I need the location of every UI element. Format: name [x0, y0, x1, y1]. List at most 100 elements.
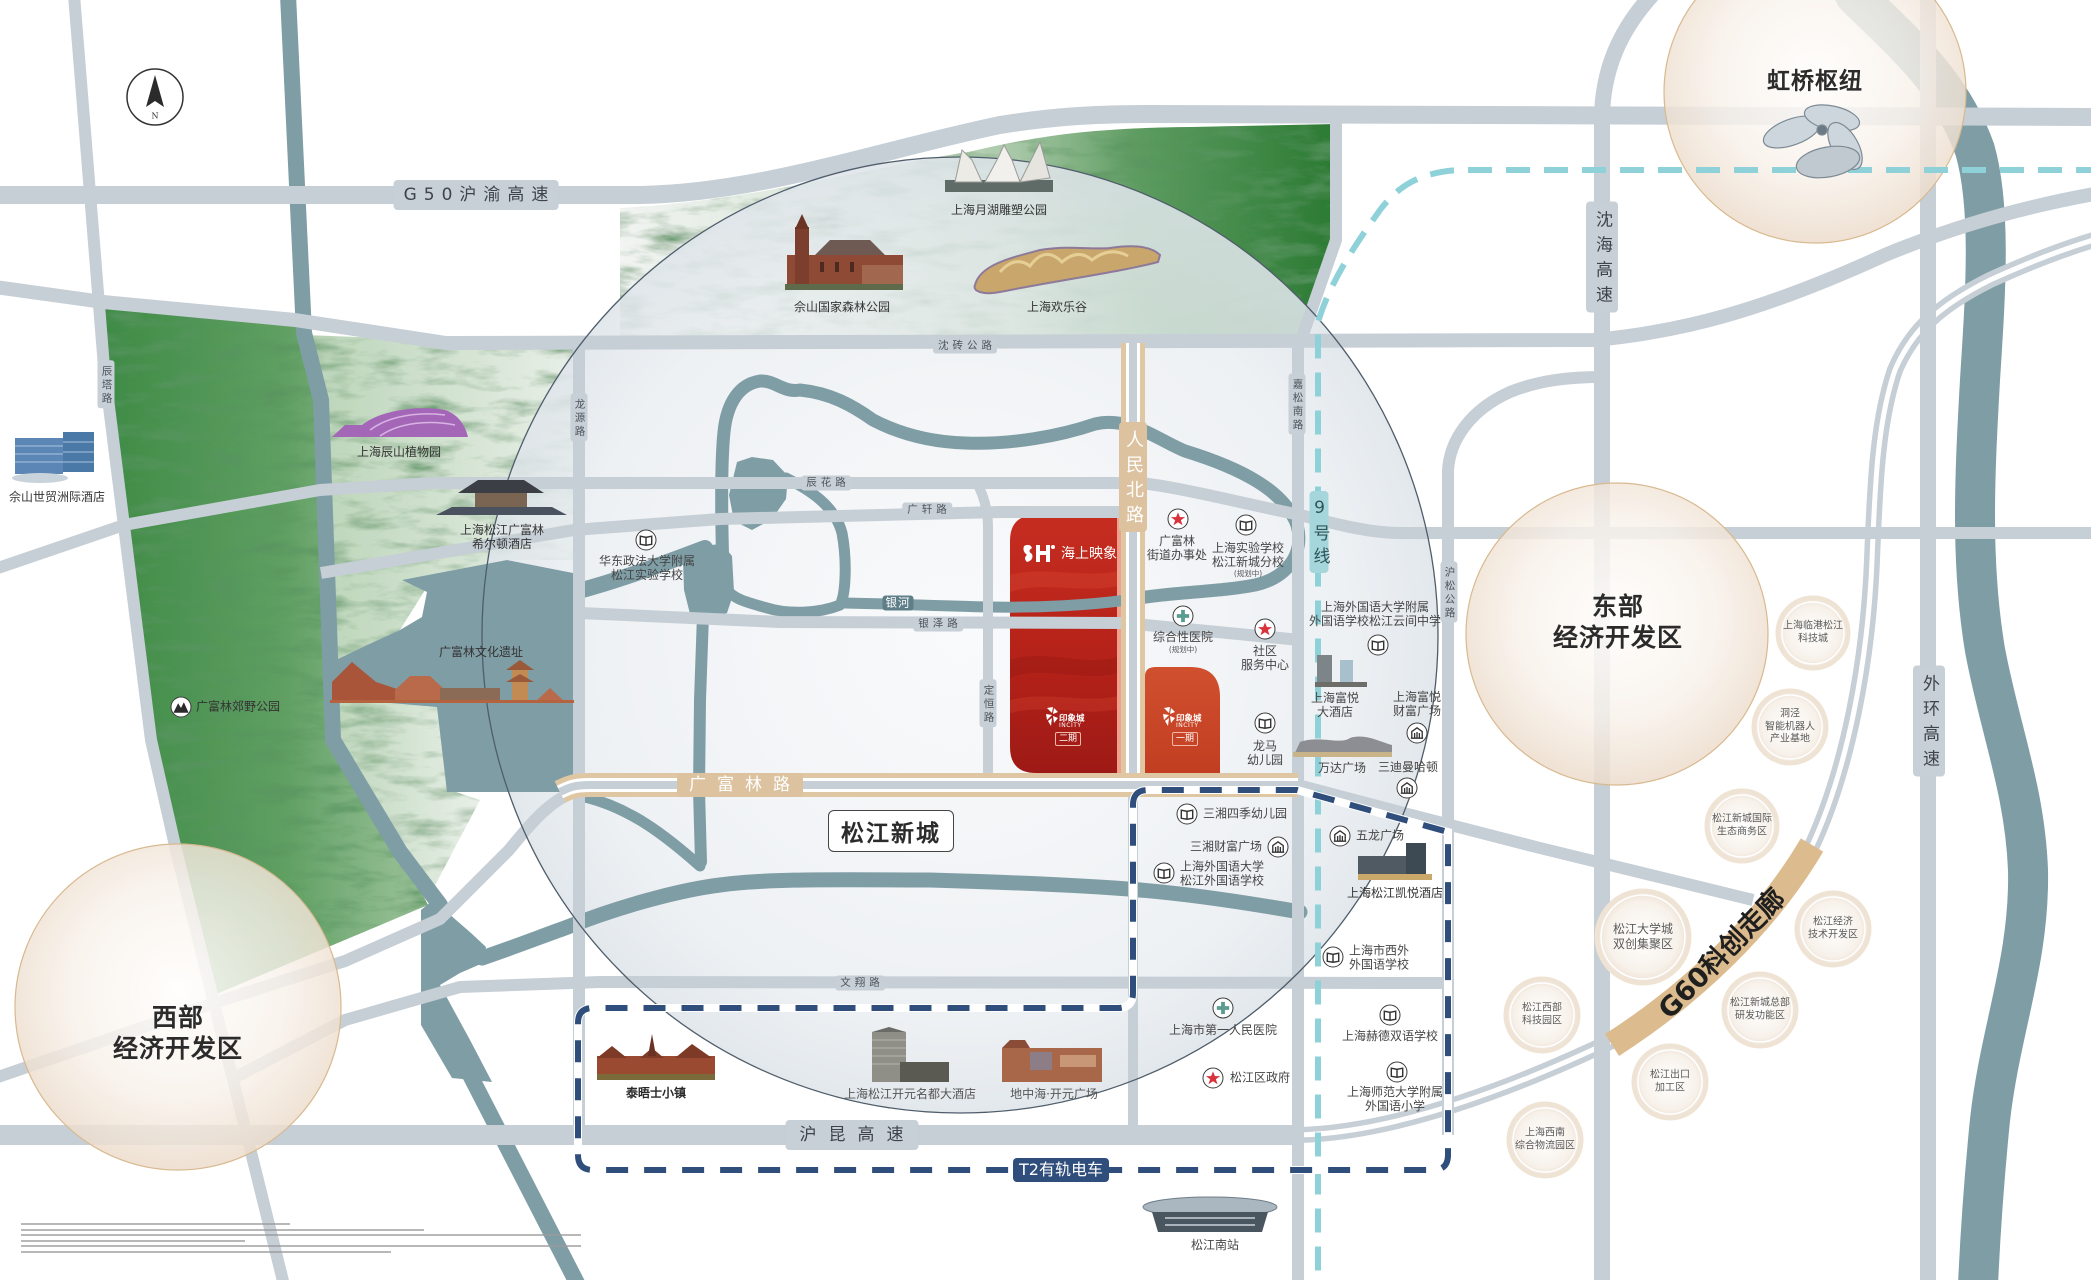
zone-west-tech-park: 松江西部 科技园区: [1522, 1003, 1562, 1028]
label-line: 外国语学校松江云间中学: [1308, 613, 1442, 628]
bubble: [1721, 971, 1799, 1049]
road-label-waihuan: 外环高速: [1913, 665, 1945, 777]
label-line: 大酒店: [1316, 705, 1354, 719]
label-line: 加工区: [1655, 1082, 1685, 1093]
label-line: 经济开发区: [112, 1034, 244, 1063]
label-line: 街道办事处: [1146, 547, 1208, 562]
mediterranean-plaza-image: [1002, 1040, 1102, 1082]
road-jiasong-north: [1294, 113, 1342, 345]
hospital-cross-icon: [1172, 605, 1194, 627]
phase-2-badge: 二期: [1055, 732, 1082, 746]
river-inner-loop: [721, 472, 851, 618]
label-line: 外国语学校: [1349, 957, 1410, 971]
landmark-thames-town: 泰晤士小镇: [625, 1086, 687, 1100]
zone-circles: [14, 0, 1967, 1171]
phase-1-badge: 一期: [1172, 732, 1199, 746]
landmark-mediterranean-plaza: 地中海·开元广场: [1010, 1087, 1098, 1101]
label-line: 上海松江广富林: [459, 523, 545, 537]
north-arrow-icon: [146, 75, 164, 107]
green-area-west-band: [105, 307, 428, 995]
landmark-kaiyuan-hotel: 上海松江开元名都大酒店: [843, 1087, 977, 1101]
label-line: 松江实验学校: [610, 567, 684, 582]
poi-fuyue-wealth-plaza: 上海富悦 财富广场: [1392, 690, 1442, 718]
label-line: 智能机器人: [1765, 720, 1815, 732]
mall-building-icon: [1329, 825, 1351, 847]
river-southwest: [462, 1067, 585, 1280]
mall-building-icon: [1406, 722, 1428, 744]
road-g50: [0, 105, 2091, 204]
school-book-icon: [1254, 712, 1276, 734]
thames-town-image: [597, 1034, 715, 1080]
label-line: 外国语小学: [1364, 1098, 1426, 1113]
label-line: 希尔顿酒店: [471, 537, 533, 551]
bubble: [1704, 788, 1780, 864]
label-line: 上海富悦: [1392, 690, 1442, 704]
label-line: 上海外国语大学: [1180, 859, 1265, 874]
incity-brand-en: INCITY: [1176, 722, 1199, 729]
east-zone-circle: [1465, 482, 1769, 786]
disclaimer-line: [21, 1234, 581, 1236]
bubble: [1506, 1101, 1584, 1179]
landmark-sheshan-forest-park: 佘山国家森林公园: [793, 300, 891, 314]
poi-ecupl-school: 华东政法大学附属 松江实验学校: [599, 554, 695, 582]
poi-community-center: 社区 服务中心: [1241, 644, 1289, 672]
songjiang-south-station-image: [1142, 1196, 1278, 1232]
road-label-shenzhuan: 沈砖公路: [933, 338, 997, 354]
road-label-g50: G50沪渝高速: [393, 180, 559, 210]
road-label-wenxiang: 文翔路: [835, 975, 885, 991]
road-label-renminbei: 人民北路: [1119, 422, 1147, 532]
fuyue-hotel-image: [1315, 655, 1367, 687]
government-star-icon: [1202, 1067, 1224, 1089]
disclaimer-line: [21, 1228, 425, 1231]
river-branch: [579, 791, 706, 872]
incity-logo-icon: [1045, 706, 1059, 727]
label-line: 三湘四季幼儿园: [1203, 806, 1288, 821]
label-line: 上海赫德双语学校: [1341, 1029, 1439, 1043]
label-line: 三湘财富广场: [1189, 839, 1262, 854]
project-name: 海上映象: [1061, 546, 1117, 562]
plot-edge: [1117, 515, 1122, 773]
g60-corridor-band: [1604, 838, 1824, 1056]
label-line: 松江外国语学校: [1180, 873, 1265, 887]
bubble: [1631, 1043, 1709, 1121]
label-line: 西部: [151, 1003, 205, 1032]
bubble: [1594, 888, 1692, 986]
road-label-guangxuan: 广轩路: [902, 502, 952, 518]
zone-southwest-logistics-park: 上海西南 综合物流园区: [1515, 1128, 1575, 1153]
landmark-chenshan-botanical-garden: 上海辰山植物园: [356, 445, 442, 459]
incity-logo-icon: [1162, 706, 1176, 727]
bubble: [1751, 688, 1829, 766]
label-line: 龙马: [1252, 739, 1278, 753]
school-book-icon: [1235, 514, 1257, 536]
label-line: 洞泾: [1780, 708, 1800, 720]
landmark-guangfulin-hilton: 上海松江广富林 希尔顿酒店: [460, 523, 544, 551]
label-line: 综合性医院: [1152, 630, 1214, 644]
river-label-yinhe: 银河: [882, 595, 914, 611]
road-label-hukun: 沪昆高速: [785, 1120, 919, 1150]
disclaimer-text: [21, 1223, 581, 1256]
poi-sanxiang-kindergarten: 三湘四季幼儿园: [1203, 807, 1287, 821]
hospital-cross-icon: [1212, 997, 1234, 1019]
plot-wave: [1010, 656, 1122, 678]
school-book-icon: [1386, 1061, 1408, 1083]
landmark-yuehu-sculpture-park: 上海月湖雕塑公园: [950, 203, 1048, 217]
label-line: 生态商务区: [1717, 826, 1767, 837]
road-g60-north-gap: [1807, 238, 2091, 852]
west-zone-label: 西部 经济开发区: [113, 1002, 243, 1064]
sheshan-intercontinental-image: [12, 432, 94, 483]
school-book-icon: [1379, 1004, 1401, 1026]
poi-district-government: 松江区政府: [1230, 1071, 1290, 1085]
poi-hd-bilingual-school: 上海赫德双语学校: [1341, 1029, 1439, 1044]
bubble: [1503, 976, 1581, 1054]
label-line: 松江西部: [1522, 1002, 1562, 1014]
planning-note: (规划中): [1168, 644, 1198, 654]
poi-guangfulin-subdistrict: 广富林 街道办事处: [1146, 534, 1208, 562]
mall-building-icon: [1267, 836, 1289, 858]
poi-shanghai-experimental-school: 上海实验学校 松江新城分校 (规划中): [1211, 541, 1285, 579]
lake-southwest: [421, 900, 492, 1082]
zone-dongjing-robot-base: 洞泾 智能机器人 产业基地: [1765, 708, 1815, 746]
label-line: 上海实验学校: [1211, 541, 1285, 555]
lake-guangfulin: [330, 560, 580, 792]
zone-hq-rd-zone: 松江新城总部 研发功能区: [1730, 998, 1790, 1023]
label-line: 上海师范大学附属: [1346, 1085, 1444, 1099]
